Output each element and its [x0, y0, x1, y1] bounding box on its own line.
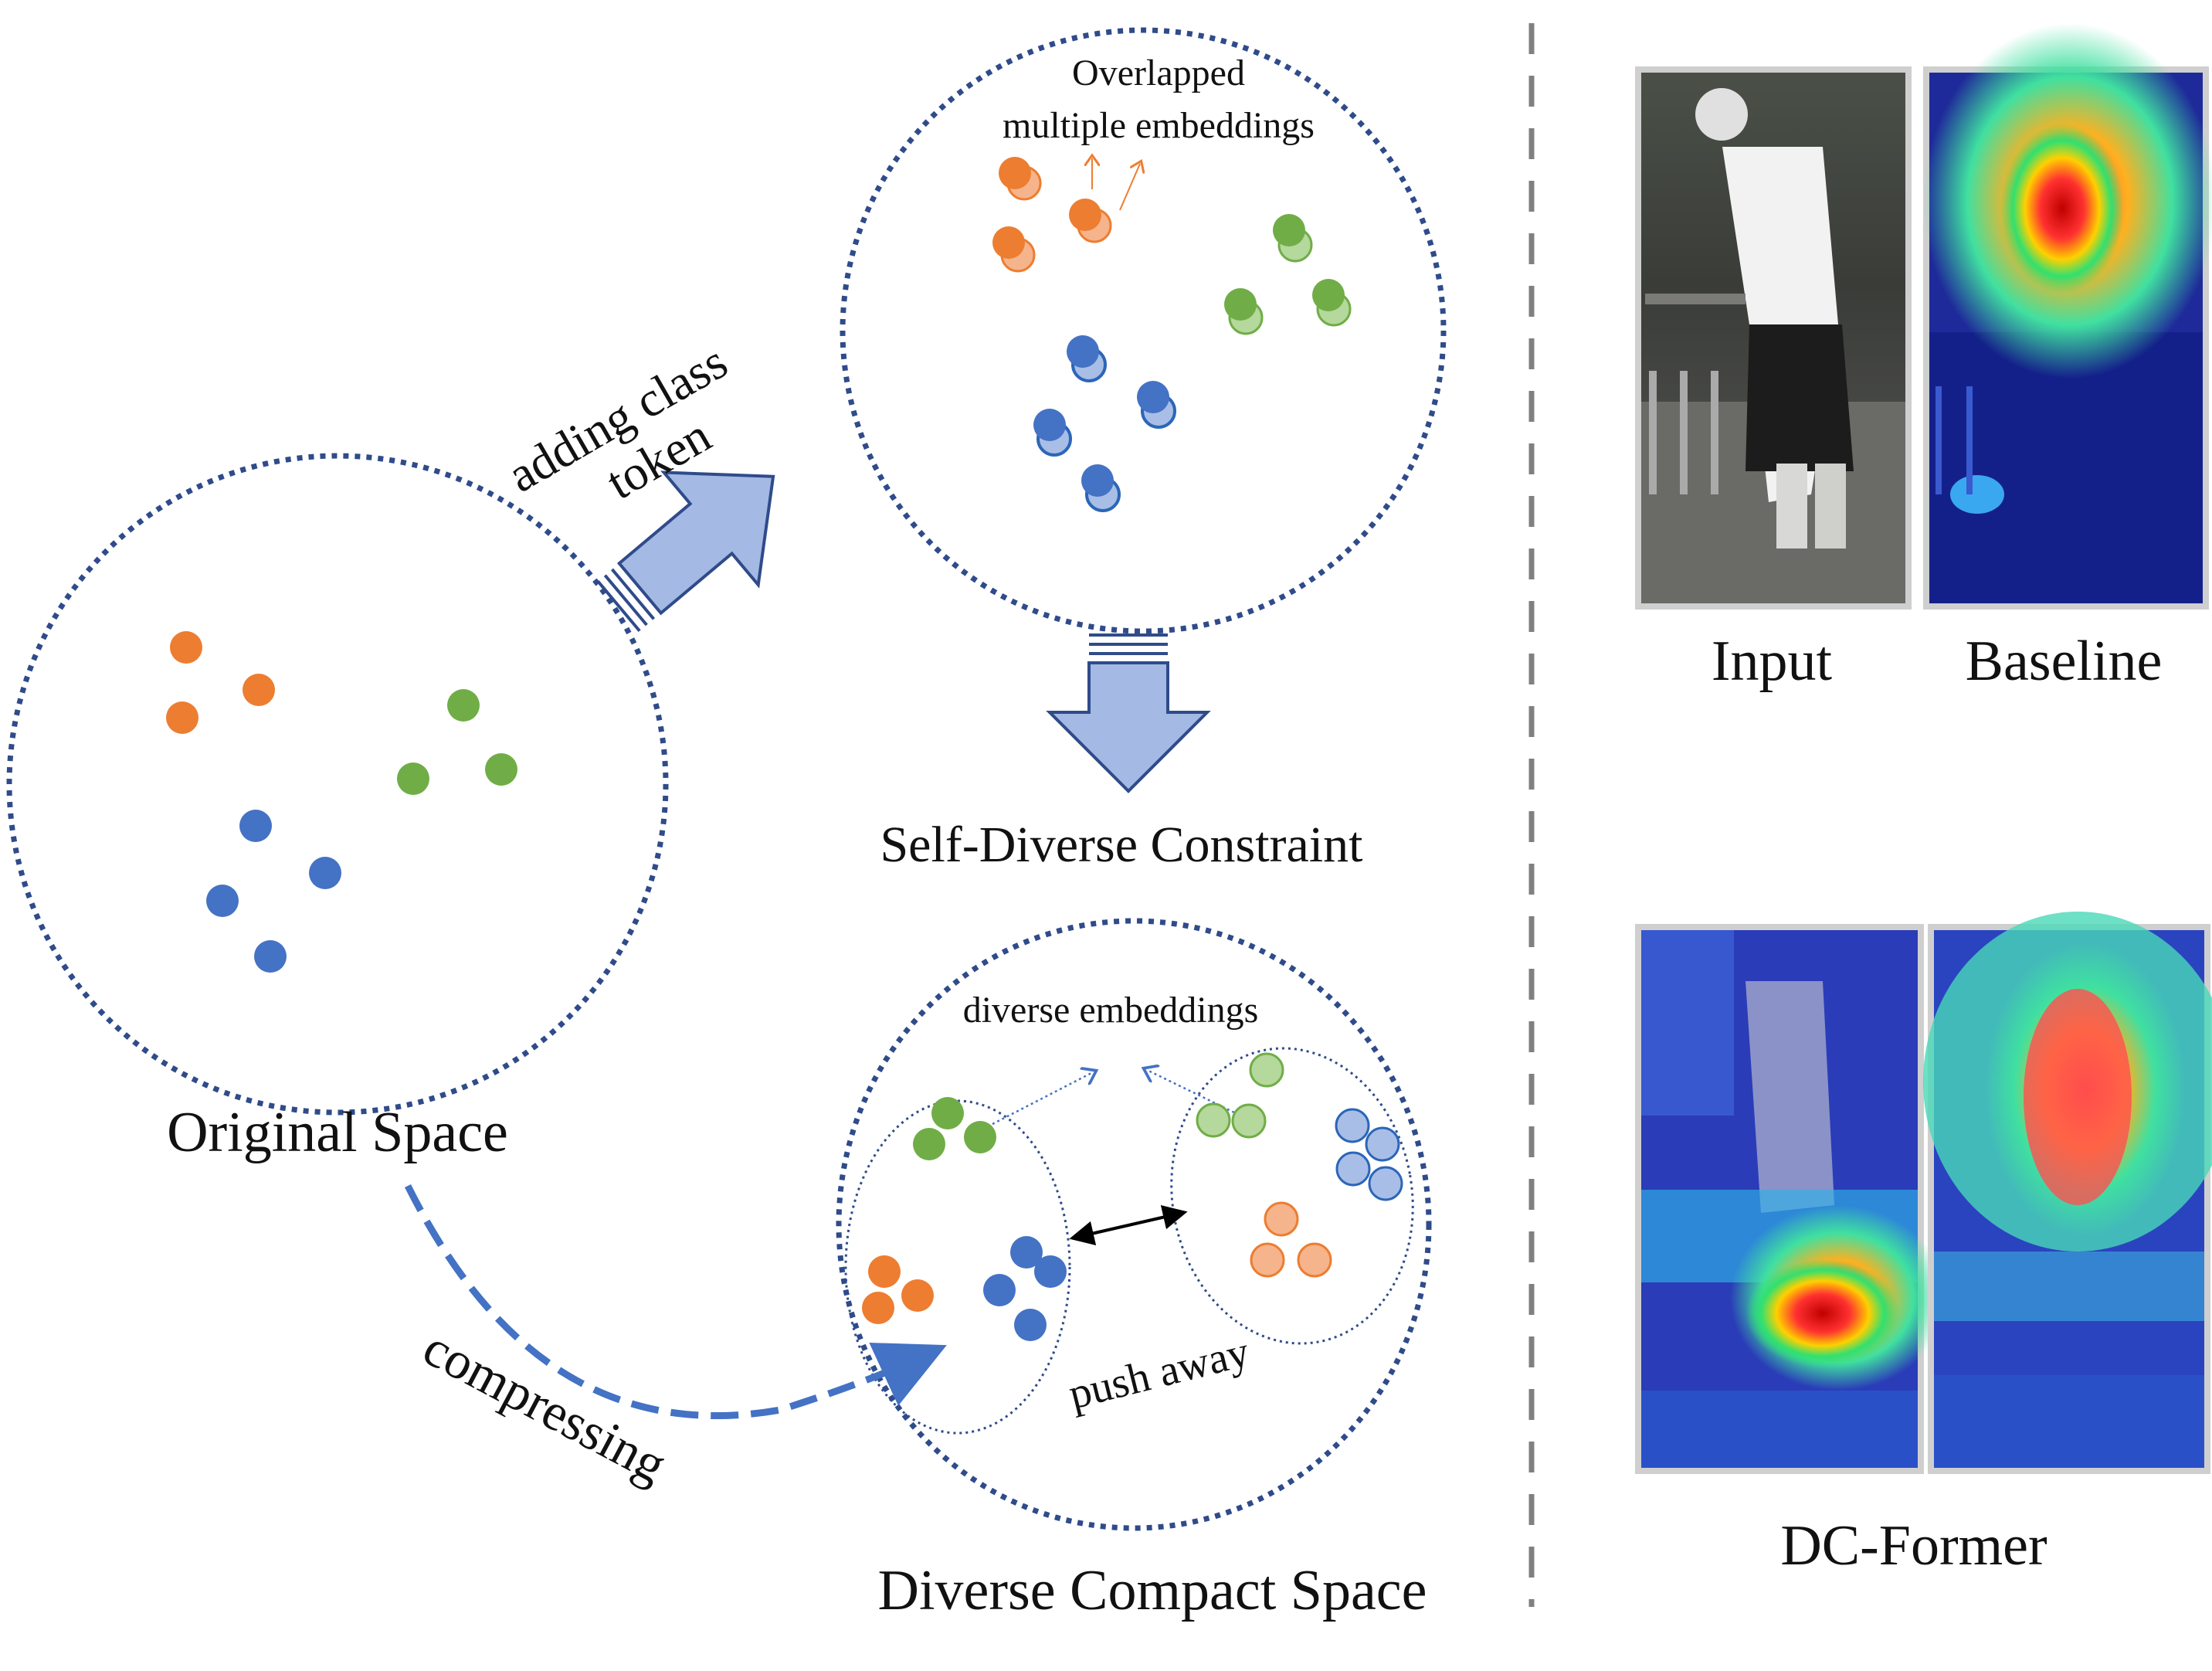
green-point — [1224, 288, 1257, 321]
dc-former-heatmap-panel-1 — [1635, 924, 1946, 1474]
diverse-compact-space-boundary — [836, 918, 1432, 1531]
diverse-embeddings-label: diverse embeddings — [963, 990, 1259, 1031]
blue-point-light — [1335, 1108, 1370, 1143]
blue-point — [239, 810, 272, 842]
blue-point — [1014, 1309, 1047, 1341]
dc-former-heatmap-panel-2 — [1923, 912, 2212, 1474]
orange-point — [243, 674, 275, 706]
orange-point — [992, 226, 1025, 259]
blue-point-light — [1335, 1151, 1371, 1187]
diverse-compact-space-caption: Diverse Compact Space — [878, 1559, 1427, 1622]
overlapped-points — [992, 157, 1352, 512]
green-point — [931, 1097, 964, 1129]
constraint-arrow-group: Self-Diverse Constraint — [880, 633, 1363, 873]
class-token-arrow-group: adding class token — [498, 334, 775, 633]
anonymized-face-icon — [1695, 88, 1748, 141]
self-diverse-constraint-caption: Self-Diverse Constraint — [880, 817, 1362, 873]
blue-point — [1081, 464, 1114, 497]
blue-point — [1033, 409, 1066, 441]
orange-point-light — [1264, 1201, 1299, 1237]
orange-point-light — [1297, 1242, 1332, 1278]
diverse-compact-space-group: diverse embeddings — [836, 918, 1432, 1622]
double-headed-arrow-icon — [1069, 1204, 1188, 1246]
orange-point — [901, 1279, 934, 1312]
orange-point — [868, 1255, 901, 1288]
baseline-heatmap-panel — [1923, 23, 2212, 610]
orange-point — [1069, 199, 1101, 231]
green-point — [1273, 214, 1305, 246]
overlapped-space-group: Overlapped multiple embeddings — [840, 27, 1447, 634]
orange-point — [862, 1292, 894, 1324]
green-point-light — [1196, 1102, 1231, 1138]
dc-former-caption: DC-Former — [1780, 1514, 2047, 1578]
left-cluster-points — [862, 1097, 1067, 1341]
overlap-pointer — [1119, 164, 1140, 211]
overlapped-label: Overlapped — [1072, 53, 1245, 93]
push-away-label: push away — [1064, 1328, 1254, 1419]
diverse-pointer — [992, 1072, 1093, 1126]
block-arrow-icon — [596, 470, 775, 633]
dashed-curved-arrow-icon — [404, 1184, 947, 1419]
blue-point — [1137, 381, 1169, 413]
blue-point — [254, 940, 287, 973]
original-space-circle — [6, 453, 669, 1116]
orange-point-light — [1250, 1242, 1285, 1278]
blue-point-light — [1365, 1126, 1400, 1162]
blue-point — [1010, 1236, 1043, 1269]
left-cluster-ellipse — [844, 1099, 1071, 1435]
green-point-light — [1249, 1052, 1284, 1088]
input-photo-panel — [1635, 66, 1912, 610]
green-point — [964, 1121, 996, 1153]
blue-point — [1067, 335, 1099, 368]
green-point — [397, 762, 429, 795]
orange-point — [170, 631, 202, 664]
blue-point — [983, 1274, 1016, 1306]
blue-point — [1034, 1255, 1067, 1288]
original-space-group: Original Space — [6, 453, 669, 1164]
original-space-caption: Original Space — [167, 1101, 508, 1164]
orange-point — [999, 157, 1031, 189]
green-point — [1312, 279, 1345, 311]
overlapped-space-circle — [840, 27, 1447, 634]
blue-point — [309, 857, 341, 889]
down-block-arrow-icon — [1046, 633, 1211, 793]
green-point-light — [1231, 1103, 1267, 1139]
green-point — [913, 1128, 945, 1160]
blue-point — [206, 885, 239, 917]
blue-point-light — [1368, 1166, 1403, 1201]
green-point — [485, 753, 517, 786]
green-point — [447, 689, 480, 722]
input-caption: Input — [1712, 630, 1833, 693]
baseline-caption: Baseline — [1966, 630, 2163, 693]
overlapped-label-2: multiple embeddings — [1003, 105, 1315, 146]
right-cluster-points — [1196, 1052, 1403, 1278]
original-points — [166, 631, 517, 973]
orange-point — [166, 701, 198, 734]
